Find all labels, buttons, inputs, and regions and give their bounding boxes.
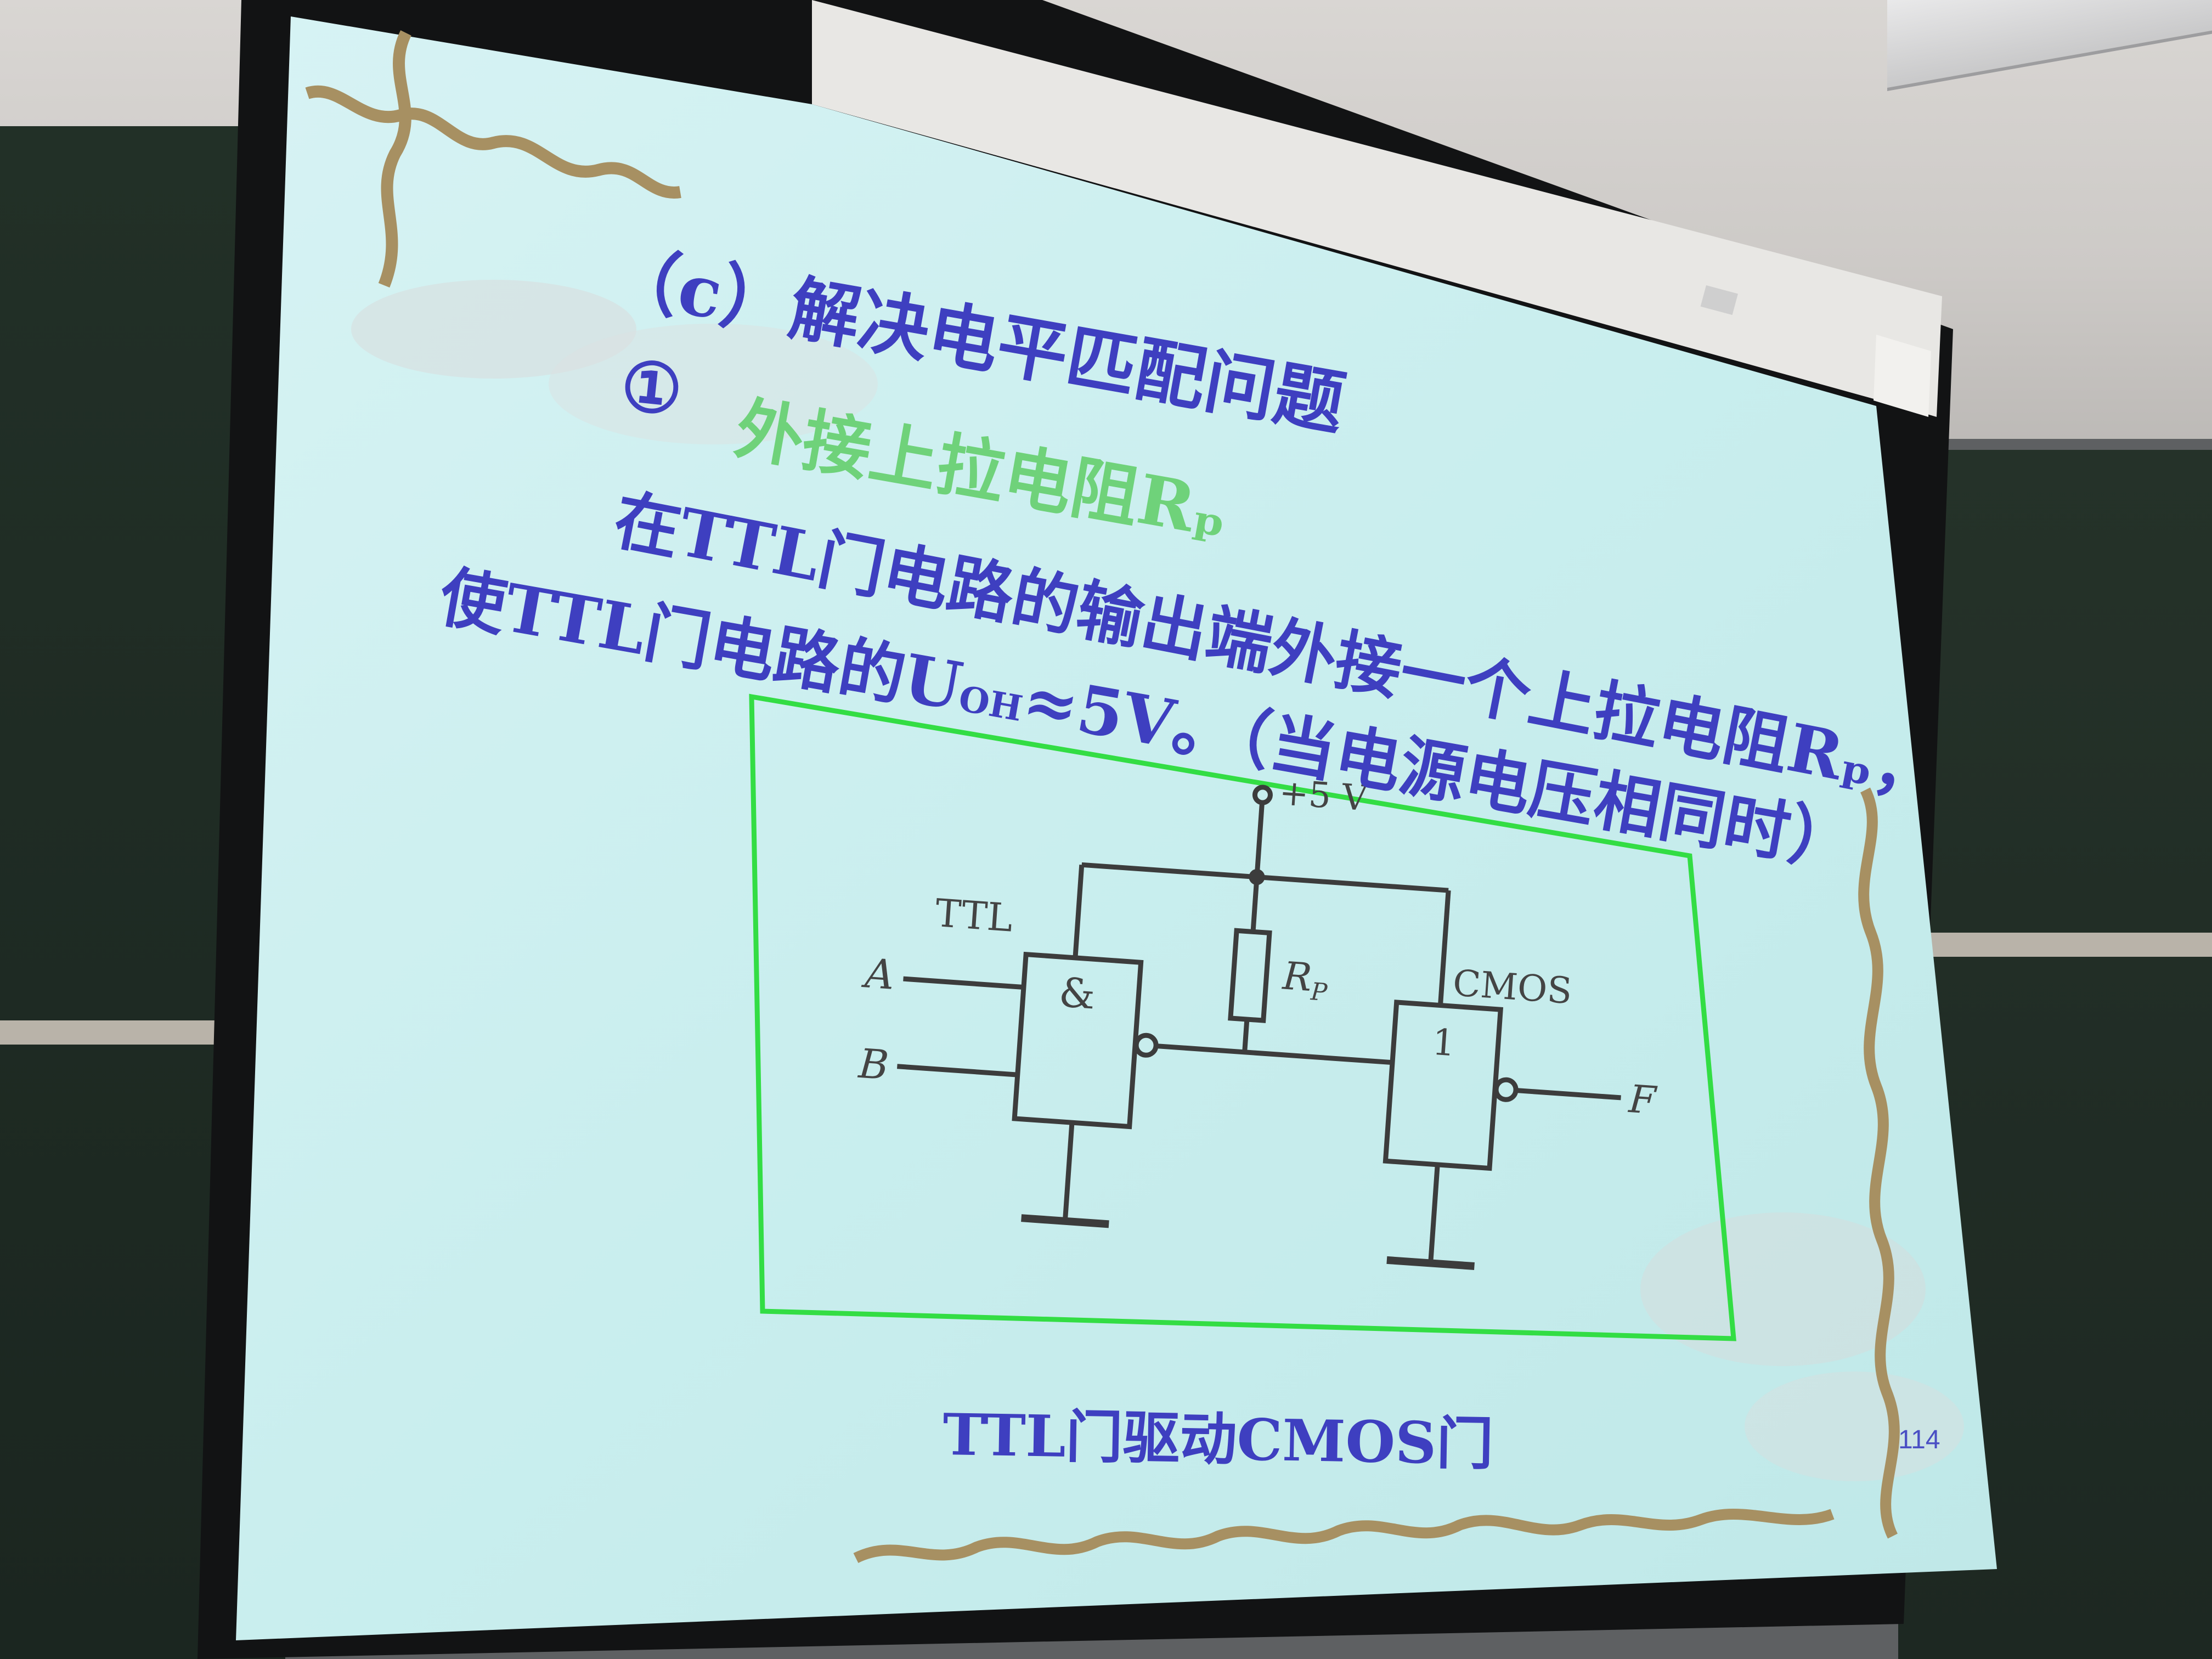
input-b-wire — [897, 1064, 1018, 1077]
and-symbol: & — [1057, 969, 1097, 1018]
ttl-label: TTL — [934, 890, 1014, 941]
ground-symbol — [1021, 1214, 1109, 1228]
output-f-label: F — [1627, 1076, 1659, 1123]
diagram-frame — [749, 693, 1736, 1341]
output-f-wire — [1515, 1088, 1621, 1101]
item-marker: ① — [617, 346, 686, 431]
screen-roller — [812, 0, 1942, 417]
ground-symbol — [1386, 1256, 1475, 1271]
subscript-oh: OH — [955, 678, 1026, 730]
resistor-label: RP — [1280, 953, 1330, 1007]
input-a-wire — [903, 976, 1024, 990]
decorative-border-bottom — [853, 1509, 1835, 1564]
chalk-rail-right — [1898, 933, 2212, 957]
circuit-diagram — [897, 785, 1621, 1271]
diagram-caption: TTL门驱动CMOS门 — [942, 1400, 1494, 1478]
input-a-label: A — [860, 950, 896, 999]
input-b-label: B — [856, 1040, 890, 1090]
decorative-border-left — [378, 30, 411, 288]
decorative-border-right — [1858, 787, 1900, 1539]
supply-label: +5 V — [1278, 772, 1369, 819]
decorative-border-top — [305, 85, 681, 199]
cmos-label: CMOS — [1452, 962, 1573, 1012]
inverter-symbol: 1 — [1431, 1021, 1457, 1065]
page-number: 114 — [1898, 1425, 1940, 1454]
